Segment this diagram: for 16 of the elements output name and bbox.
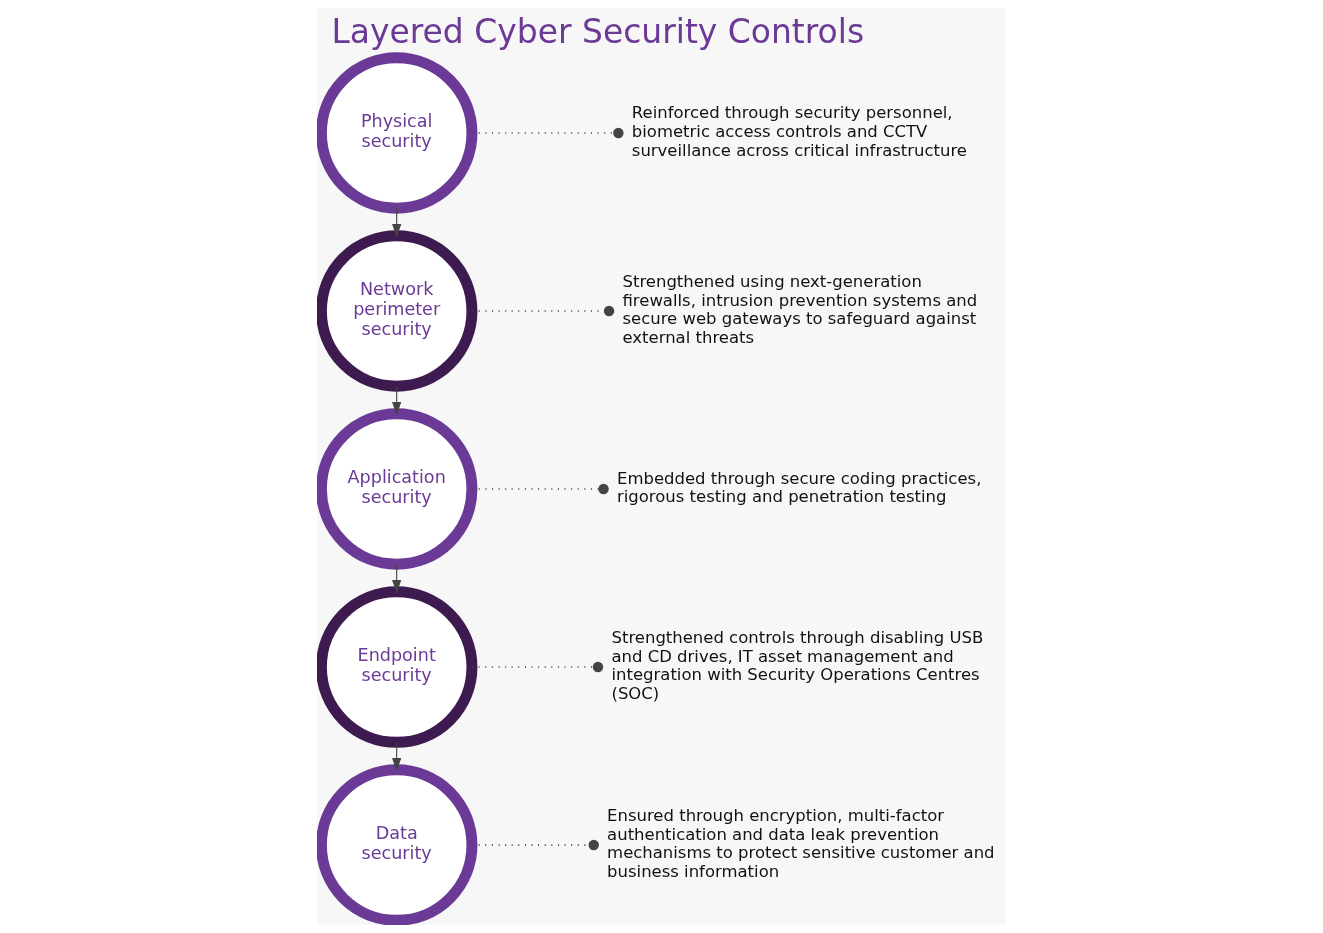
connector xyxy=(471,483,609,495)
node-circle: Endpoint security xyxy=(317,586,478,748)
node-circle: Physical security xyxy=(317,52,478,214)
node-text: Embedded through secure coding practices, rigorous testing and penetration testing xyxy=(617,468,982,507)
node-circle: Application security xyxy=(317,408,478,570)
diagram-title: Layered Cyber Security Controls xyxy=(331,12,865,52)
connector xyxy=(471,661,604,673)
node-text: Strengthened using next-generation firewalls, intrusion prevention systems and secure web gateways to safeguard against external threats xyxy=(622,271,978,347)
node-text: Strengthened controls through disabling USB and CD drives, IT asset management and integration with Security Operations Centres (SOC) xyxy=(611,627,984,703)
connector xyxy=(471,839,599,851)
connector xyxy=(471,305,615,317)
connector xyxy=(471,127,624,139)
node-text: Ensured through encryption, multi-factor authentication and data leak prevention mechanisms to protect sensitive customer and business information xyxy=(607,805,995,881)
node-circle: Data security xyxy=(317,764,478,925)
node-text: Reinforced through security personnel, biometric access controls and CCTV surveillance across critical infrastructure xyxy=(631,103,968,160)
node-circle: Network perimeter security xyxy=(317,230,478,392)
